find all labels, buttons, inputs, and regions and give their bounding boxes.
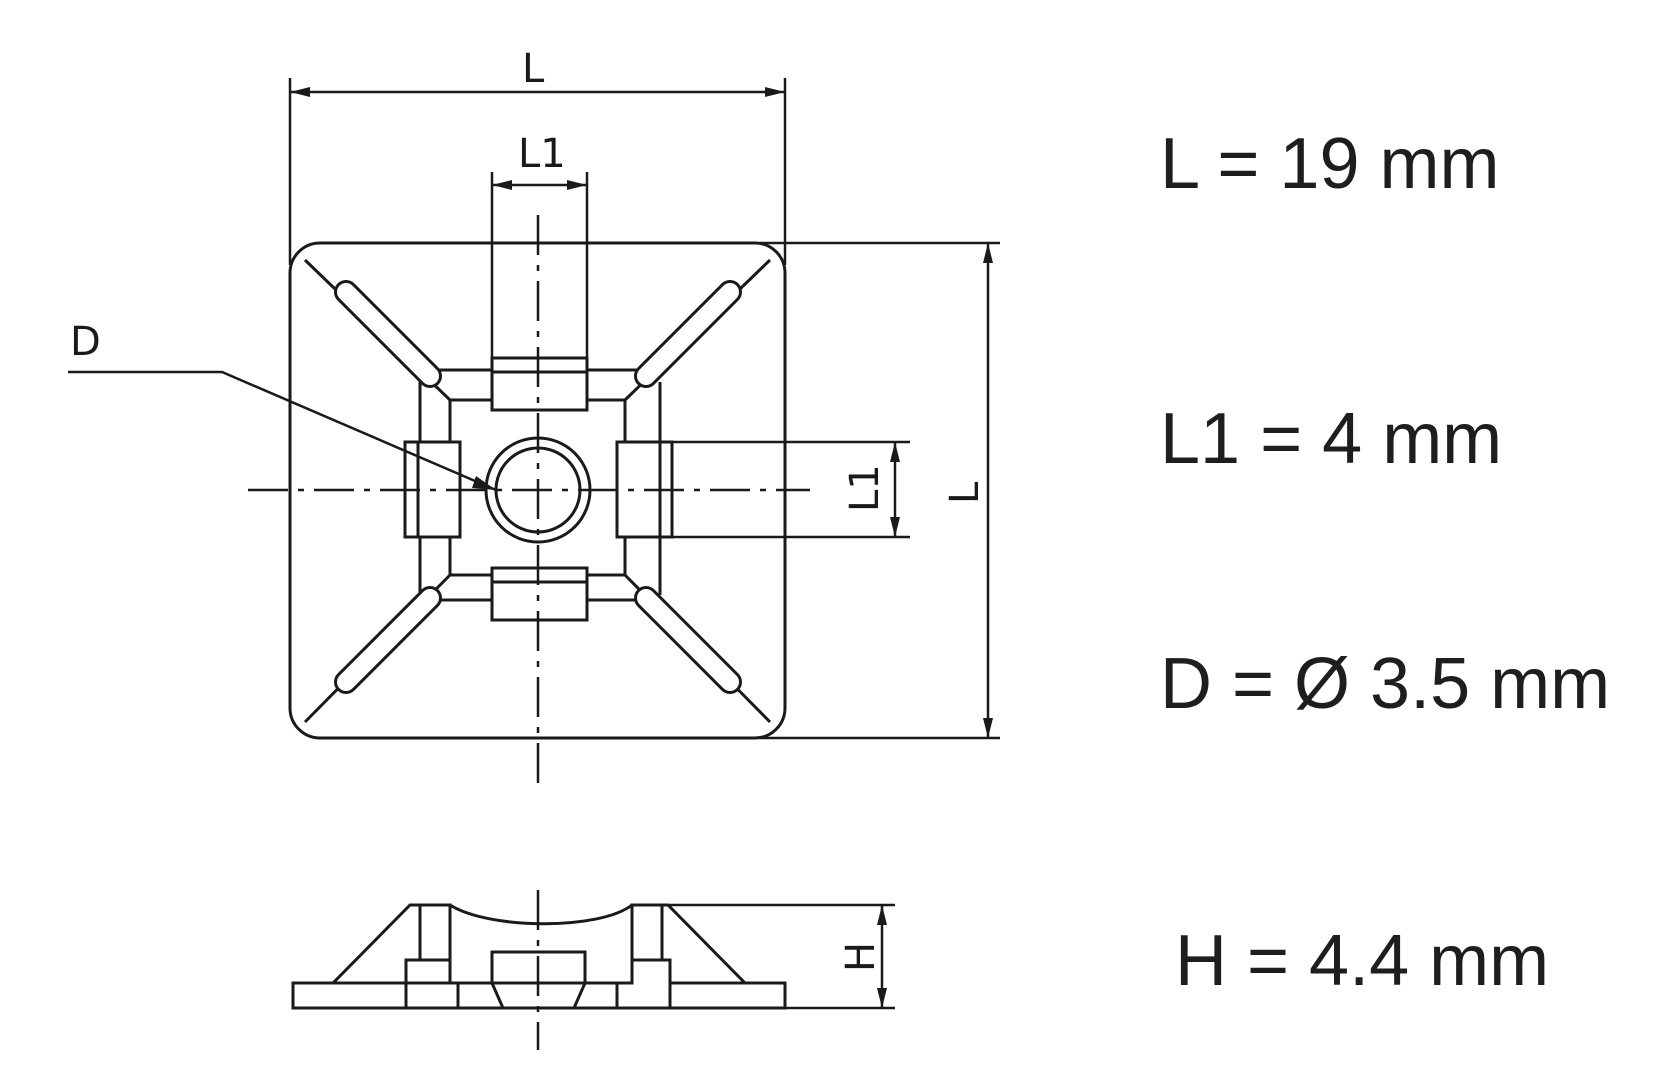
dim-H: H — [662, 903, 895, 1010]
label-L1-side: L1 — [842, 464, 888, 512]
label-L-side: L — [942, 481, 988, 504]
section-view: H — [291, 890, 895, 1050]
spec-H: H = 4.4 mm — [1175, 921, 1550, 1001]
dim-L-top: L — [288, 46, 787, 265]
spec-L: L = 19 mm — [1160, 124, 1500, 204]
top-view: L1 L L1 L D — [68, 46, 1000, 790]
dim-L1-side: L1 — [672, 440, 910, 539]
spec-L1: L1 = 4 mm — [1160, 399, 1503, 479]
label-D: D — [70, 319, 101, 365]
dim-L-side: L — [760, 241, 1000, 740]
label-L1-top: L1 — [518, 131, 566, 177]
spec-D: D = Ø 3.5 mm — [1160, 644, 1611, 724]
dim-L1-top: L1 — [490, 131, 589, 358]
dim-D-leader: D — [68, 319, 497, 492]
slot-ribs — [334, 280, 742, 694]
label-L-top: L — [522, 46, 545, 92]
label-H: H — [838, 942, 884, 972]
